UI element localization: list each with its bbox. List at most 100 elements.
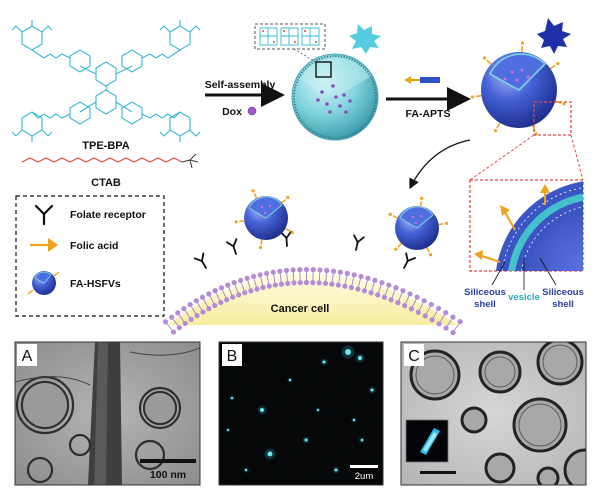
lipid-tail xyxy=(228,287,233,295)
lipid-head xyxy=(421,298,427,304)
lipid-head xyxy=(175,310,181,316)
background-noise xyxy=(333,356,335,358)
vesicle-label: vesicle xyxy=(508,292,540,303)
tpe-bpa-structure xyxy=(11,20,201,142)
lipid-head xyxy=(322,280,329,287)
tpe-bpa-label: TPE-BPA xyxy=(82,140,130,152)
lipid-head xyxy=(291,280,297,286)
panel-c-frame xyxy=(400,341,587,486)
lipid-tail xyxy=(172,318,179,326)
panel-a-scalebar-label: 100 nm xyxy=(150,469,186,481)
folic-acid-tip xyxy=(556,61,560,66)
lipid-tail xyxy=(331,273,334,282)
lipid-head xyxy=(415,309,421,315)
fluorescent-spot xyxy=(226,428,230,432)
lipid-head xyxy=(264,270,270,277)
background-noise xyxy=(223,377,225,379)
lipid-head xyxy=(330,268,337,274)
lipid-head xyxy=(395,300,401,306)
apts-silane-icon xyxy=(420,77,440,83)
lipid-tail xyxy=(203,299,208,307)
lipid-tail xyxy=(253,278,257,287)
lipid-head xyxy=(257,272,263,278)
background-noise xyxy=(221,456,223,458)
panel-a-letter: A xyxy=(22,348,33,365)
ctab-label: CTAB xyxy=(91,177,121,189)
fluorescent-spot xyxy=(316,408,320,412)
dox-dot xyxy=(325,102,329,106)
legend-fa-hsfvs: FA-HSFVs xyxy=(70,278,121,290)
lipid-head xyxy=(428,301,434,308)
lipid-head xyxy=(169,314,175,320)
ammonium-head xyxy=(181,153,199,169)
lipid-head xyxy=(218,299,224,306)
background-noise xyxy=(347,413,349,415)
lipid-head xyxy=(329,281,335,287)
lipid-head xyxy=(297,280,303,286)
lipid-head xyxy=(400,288,406,294)
lipid-tail xyxy=(454,323,460,331)
dox-dot xyxy=(331,84,335,88)
lipid-tail xyxy=(184,310,191,318)
lipid-head xyxy=(182,320,188,327)
lipid-head xyxy=(408,306,415,312)
background-noise xyxy=(375,388,377,390)
lipid-tail xyxy=(292,272,295,281)
background-noise xyxy=(302,347,304,349)
panel-b-frame xyxy=(218,341,384,486)
dox-dot xyxy=(342,93,346,97)
lipid-tail xyxy=(234,284,239,293)
lipid-tail xyxy=(273,274,276,283)
dox-label: Dox xyxy=(222,106,242,118)
folic-acid-ligand xyxy=(532,125,536,132)
folic-acid-ligand xyxy=(426,247,430,253)
panel-a-scalebar xyxy=(140,459,196,463)
background-noise xyxy=(243,363,245,365)
background-noise xyxy=(265,409,267,411)
fluorescent-spot xyxy=(352,418,356,422)
lipid-head xyxy=(436,321,442,327)
panel-c-letter-box xyxy=(404,344,424,366)
lipid-head xyxy=(251,273,257,280)
folic-acid-ligand xyxy=(549,64,556,70)
lipid-head xyxy=(188,316,194,323)
lipid-tail xyxy=(241,282,245,291)
dox-dot xyxy=(344,110,348,114)
background-noise xyxy=(277,406,279,408)
lipid-head xyxy=(407,291,413,297)
lipid-head xyxy=(414,294,420,300)
background-noise xyxy=(372,354,374,356)
lipid-head xyxy=(372,277,378,283)
lipid-head xyxy=(337,269,344,275)
panel-a-letter-box xyxy=(17,344,37,366)
fluorescent-spot xyxy=(267,451,273,457)
lipid-head xyxy=(443,310,449,316)
background-noise xyxy=(355,402,357,404)
lipid-tail xyxy=(351,277,355,286)
background-noise xyxy=(251,352,253,354)
background-noise xyxy=(220,343,222,345)
lipid-head xyxy=(303,279,310,286)
folic-acid-ligand xyxy=(438,223,444,226)
lipid-tail xyxy=(364,280,368,289)
folic-acid-ligand xyxy=(281,198,287,204)
background-noise xyxy=(322,472,324,474)
background-noise xyxy=(366,425,368,427)
background-noise xyxy=(263,349,265,351)
background-noise xyxy=(358,436,360,438)
background-noise xyxy=(327,427,329,429)
lipid-tail xyxy=(412,299,417,307)
lipid-head xyxy=(218,285,225,291)
background-noise xyxy=(369,459,371,461)
fluorescent-spot xyxy=(334,468,338,472)
background-noise xyxy=(232,479,234,481)
lipid-head xyxy=(355,286,361,292)
fluorescent-spot xyxy=(288,378,292,382)
lipid-head xyxy=(236,292,242,298)
lipid-head xyxy=(277,268,283,274)
lipid-head xyxy=(278,281,285,287)
dox-molecule-icon xyxy=(247,106,257,116)
lipid-head xyxy=(457,319,463,325)
cyan-vesicle xyxy=(291,53,379,141)
dox-dot xyxy=(328,110,332,114)
